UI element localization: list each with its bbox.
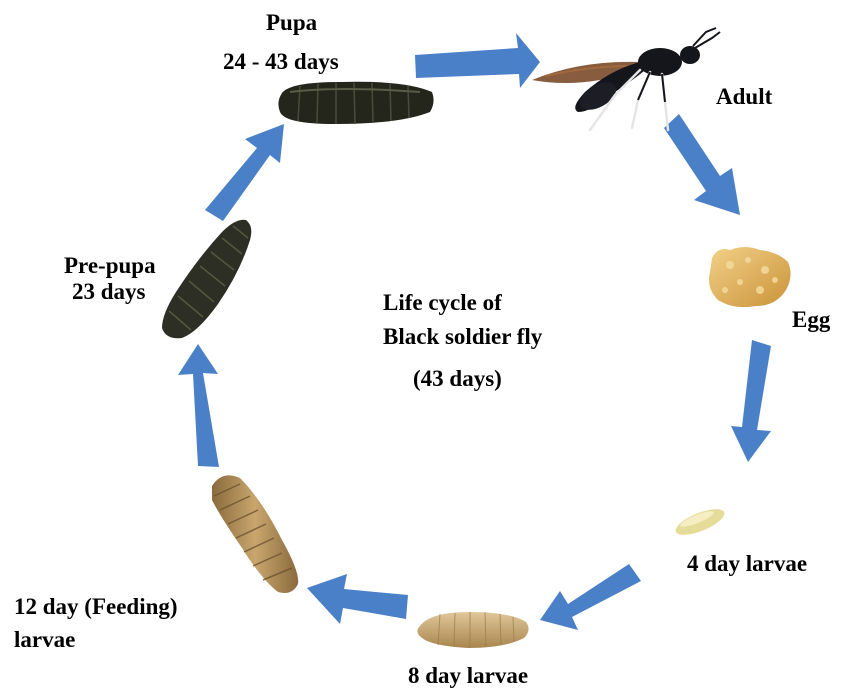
center-title-line1: Life cycle of — [383, 289, 502, 316]
egg-label: Egg — [792, 306, 830, 333]
arrow-prepupa-to-pupa — [205, 124, 284, 221]
larva-8-day-image — [417, 612, 528, 648]
arrow-larvae8-to-larvae12 — [307, 574, 408, 624]
arrow-larvae4-to-larvae8 — [540, 564, 641, 630]
larvae-12-day-label-line1: 12 day (Feeding) — [14, 593, 178, 620]
center-title-line2: Black soldier fly — [383, 323, 542, 350]
larvae-4-day-label: 4 day larvae — [687, 550, 807, 577]
center-title-line3: (43 days) — [413, 365, 502, 392]
adult-fly-image — [532, 28, 720, 130]
pupa-label: Pupa — [266, 9, 317, 36]
egg-cluster-image — [709, 247, 791, 307]
larva-4-day-image — [673, 504, 728, 540]
arrow-egg-to-larvae4 — [731, 340, 771, 462]
larvae-8-day-label: 8 day larvae — [408, 662, 528, 689]
arrow-pupa-to-adult — [415, 33, 540, 88]
arrow-larvae12-to-prepupa — [178, 344, 219, 467]
prepupa-image — [162, 220, 251, 339]
prepupa-label: Pre-pupa — [64, 252, 156, 279]
arrow-adult-to-egg — [664, 114, 740, 215]
larva-12-day-image — [212, 475, 298, 593]
pupa-duration-label: 24 - 43 days — [223, 48, 339, 75]
larvae-12-day-label-line2: larvae — [14, 626, 75, 653]
prepupa-duration-label: 23 days — [72, 278, 146, 305]
pupa-image — [278, 82, 433, 124]
adult-label: Adult — [716, 83, 772, 110]
